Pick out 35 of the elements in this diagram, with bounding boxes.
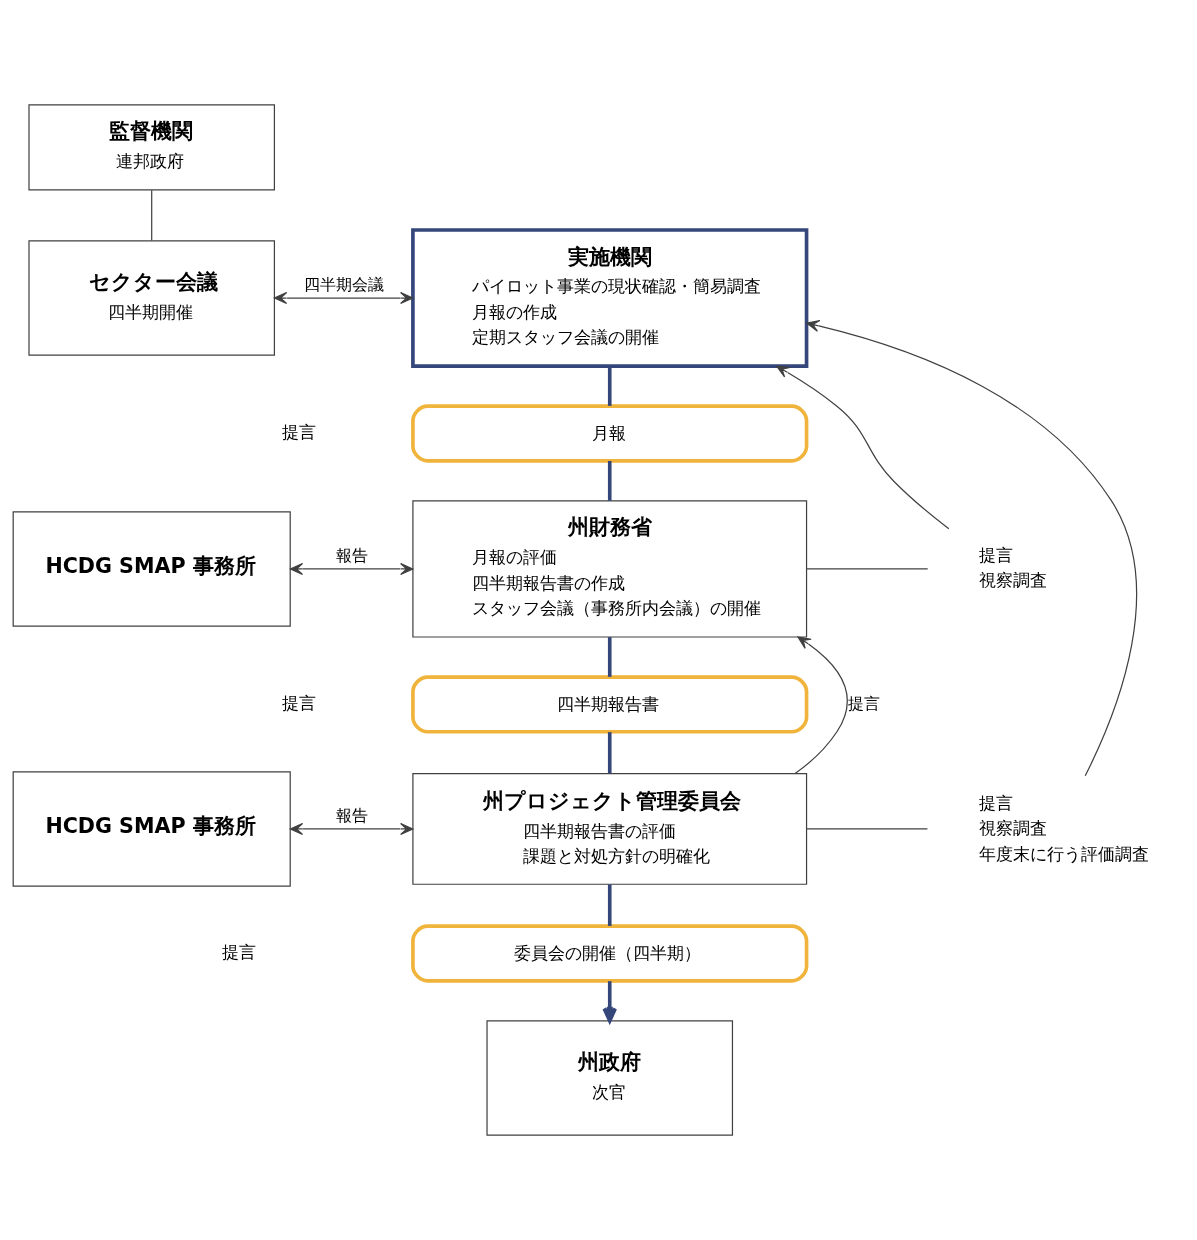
connector — [607, 366, 612, 406]
connector — [151, 189, 153, 242]
node-box: 委員会の開催（四半期） — [411, 924, 809, 983]
arrow — [289, 562, 414, 576]
label: 提言 — [222, 942, 257, 962]
connector — [806, 568, 929, 570]
node-box: 四半期報告書 — [411, 675, 809, 734]
connector — [806, 828, 929, 830]
node-box: 州政府 次官 — [486, 1020, 734, 1136]
node-box: 州プロジェクト管理委員会 四半期報告書の評価 課題と対処方針の明確化 — [412, 773, 808, 885]
connector — [607, 461, 612, 501]
arrow — [273, 291, 414, 305]
node-box: セクター会議 四半期開催 — [28, 240, 275, 356]
arrow — [289, 822, 414, 836]
arrow — [602, 981, 618, 1023]
arrow — [806, 319, 1138, 777]
edge-label: 報告 — [335, 545, 368, 565]
node-box: 監督機関 連邦政府 — [28, 104, 275, 191]
arrow — [794, 636, 848, 775]
node-text: 提言 視察調査 — [979, 544, 1048, 591]
edge-label: 提言 — [847, 693, 880, 713]
connector — [607, 732, 612, 774]
edge-label: 四半期会議 — [303, 275, 384, 295]
label: 提言 — [281, 422, 316, 442]
label: 提言 — [281, 692, 316, 713]
arrow — [776, 365, 950, 530]
node-box: 州財務省 月報の評価 四半期報告書の作成 スタッフ会議（事務所内会議）の開催 — [412, 500, 808, 638]
node-box: HCDG SMAP 事務所 — [12, 771, 291, 887]
node-box: 月報 — [411, 404, 809, 463]
connector — [607, 884, 612, 926]
node-box: HCDG SMAP 事務所 — [12, 511, 291, 627]
connector — [607, 637, 612, 677]
edge-label: 報告 — [335, 805, 368, 825]
node-box: 実施機関 パイロット事業の現状確認・簡易調査 月報の作成 定期スタッフ会議の開催 — [411, 228, 809, 368]
node-text: 提言 視察調査 年度末に行う評価調査 — [979, 792, 1150, 864]
